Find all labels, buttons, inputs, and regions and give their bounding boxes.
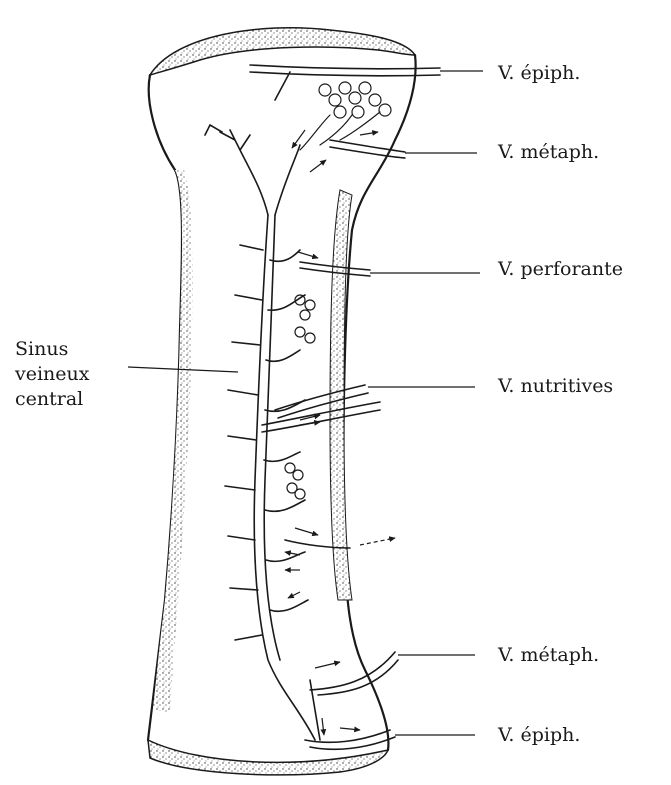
label-v-metaph-top: V. métaph. — [497, 141, 599, 163]
label-v-perforante: V. perforante — [497, 258, 623, 280]
epiphysis-top-cortex — [150, 28, 415, 75]
label-v-nutritives: V. nutritives — [497, 375, 613, 397]
label-v-epiph-top: V. épiph. — [497, 62, 580, 84]
label-sinus-line1: Sinus — [15, 338, 68, 360]
label-sinus-line2: veineux — [14, 363, 90, 385]
central-sinus — [205, 125, 315, 740]
left-cortex — [153, 170, 193, 712]
label-v-metaph-bottom: V. métaph. — [497, 644, 599, 666]
bone-outline — [148, 28, 416, 775]
vein-trunks — [250, 65, 440, 749]
epiphysis-bottom-cortex — [148, 740, 388, 775]
label-sinus-line3: central — [15, 388, 83, 410]
label-v-epiph-bottom: V. épiph. — [497, 724, 580, 746]
right-cortex — [330, 190, 352, 600]
